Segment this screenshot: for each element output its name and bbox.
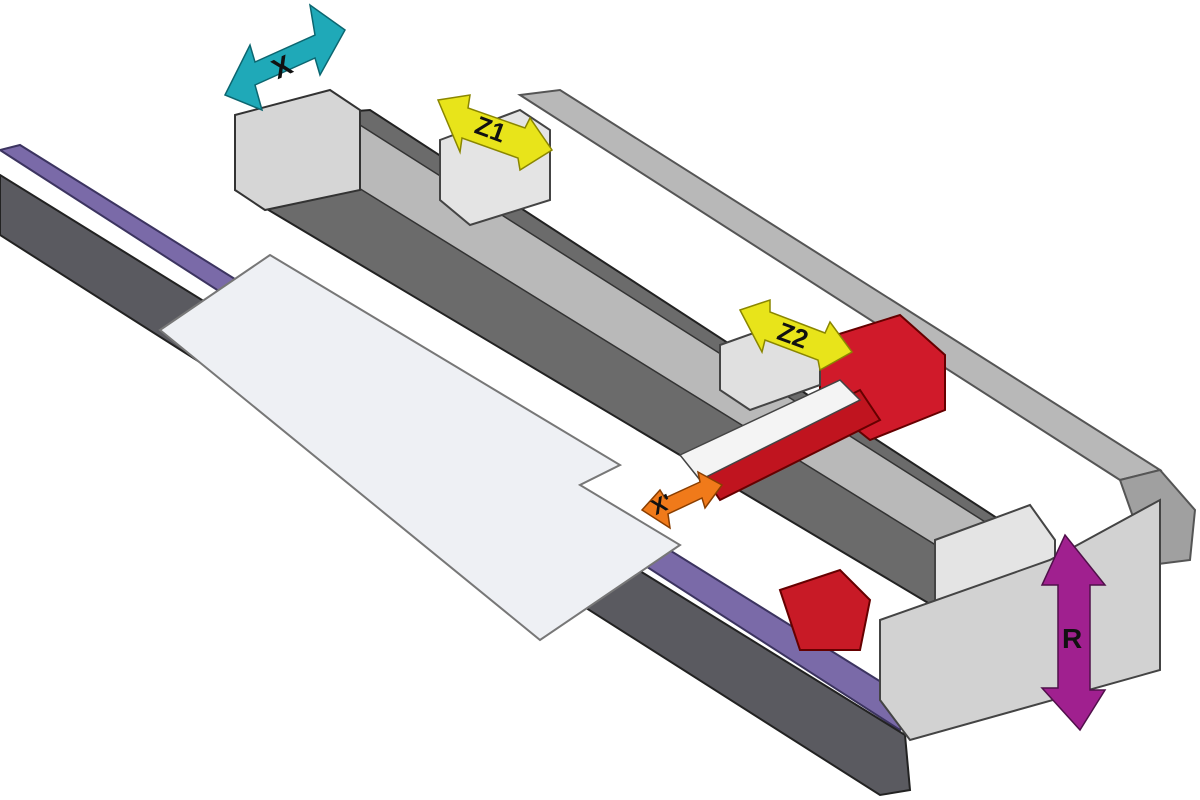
white-finger xyxy=(678,379,862,481)
double-arrow-icon xyxy=(738,298,854,372)
metal-sheet xyxy=(158,253,682,642)
double-arrow-icon xyxy=(223,3,346,112)
double-arrow-icon xyxy=(1040,533,1107,732)
r-axis-arrow: R xyxy=(1040,533,1107,732)
x-prime-axis-arrow: X' xyxy=(640,470,724,530)
axis-label-r: R xyxy=(1062,623,1082,654)
double-arrow-icon xyxy=(436,94,554,172)
left-end-block xyxy=(234,88,361,212)
lower-red-block xyxy=(778,568,872,651)
double-arrow-icon xyxy=(640,470,724,530)
